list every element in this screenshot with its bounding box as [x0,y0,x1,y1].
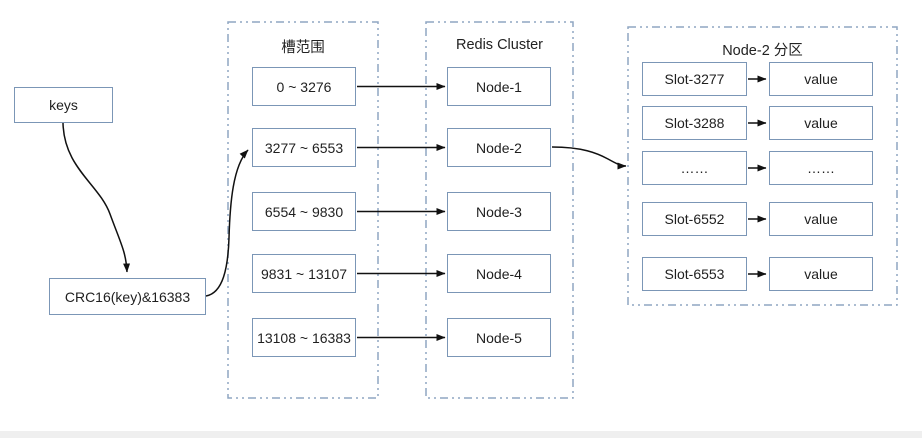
node-4-box: Node-4 [447,254,551,293]
partition-slot-box-5: Slot-6553 [642,257,747,291]
slot-range-box-5: 13108 ~ 16383 [252,318,356,357]
partition-value-box-4: value [769,202,873,236]
slot-range-box-4: 9831 ~ 13107 [252,254,356,293]
slot-range-box-3: 6554 ~ 9830 [252,192,356,231]
node-2-box: Node-2 [447,128,551,167]
node-5-box: Node-5 [447,318,551,357]
partition-value-box-1: value [769,62,873,96]
partition-value-box-2: value [769,106,873,140]
partition-value-box-3: …… [769,151,873,185]
keys-box-label: keys [49,97,78,113]
node2-partition-panel-title: Node-2 分区 [722,43,803,59]
partition-value-box-5: value [769,257,873,291]
slot-range-panel: 槽范围 0 ~ 3276 3277 ~ 6553 6554 ~ 9830 983… [228,22,378,398]
partition-slot-box-2: Slot-3288 [642,106,747,140]
bottom-bar [0,431,922,438]
partition-slot-box-3: …… [642,151,747,185]
hash-function-label: CRC16(key)&16383 [64,288,191,305]
slot-range-box-1: 0 ~ 3276 [252,67,356,106]
arrow-keys-to-hash [62,122,131,273]
redis-cluster-panel: Redis Cluster Node-1 Node-2 Node-3 Node-… [426,22,573,398]
hash-function-box: CRC16(key)&16383 [49,278,206,315]
partition-slot-box-4: Slot-6552 [642,202,747,236]
partition-slot-box-1: Slot-3277 [642,62,747,96]
redis-cluster-panel-title: Redis Cluster [455,37,544,53]
slot-range-panel-title: 槽范围 [281,40,325,56]
node2-partition-panel: Node-2 分区 Slot-3277 value Slot-3288 valu… [628,27,897,305]
node-3-box: Node-3 [447,192,551,231]
node-1-box: Node-1 [447,67,551,106]
keys-box: keys [14,87,113,123]
slot-range-box-2: 3277 ~ 6553 [252,128,356,167]
